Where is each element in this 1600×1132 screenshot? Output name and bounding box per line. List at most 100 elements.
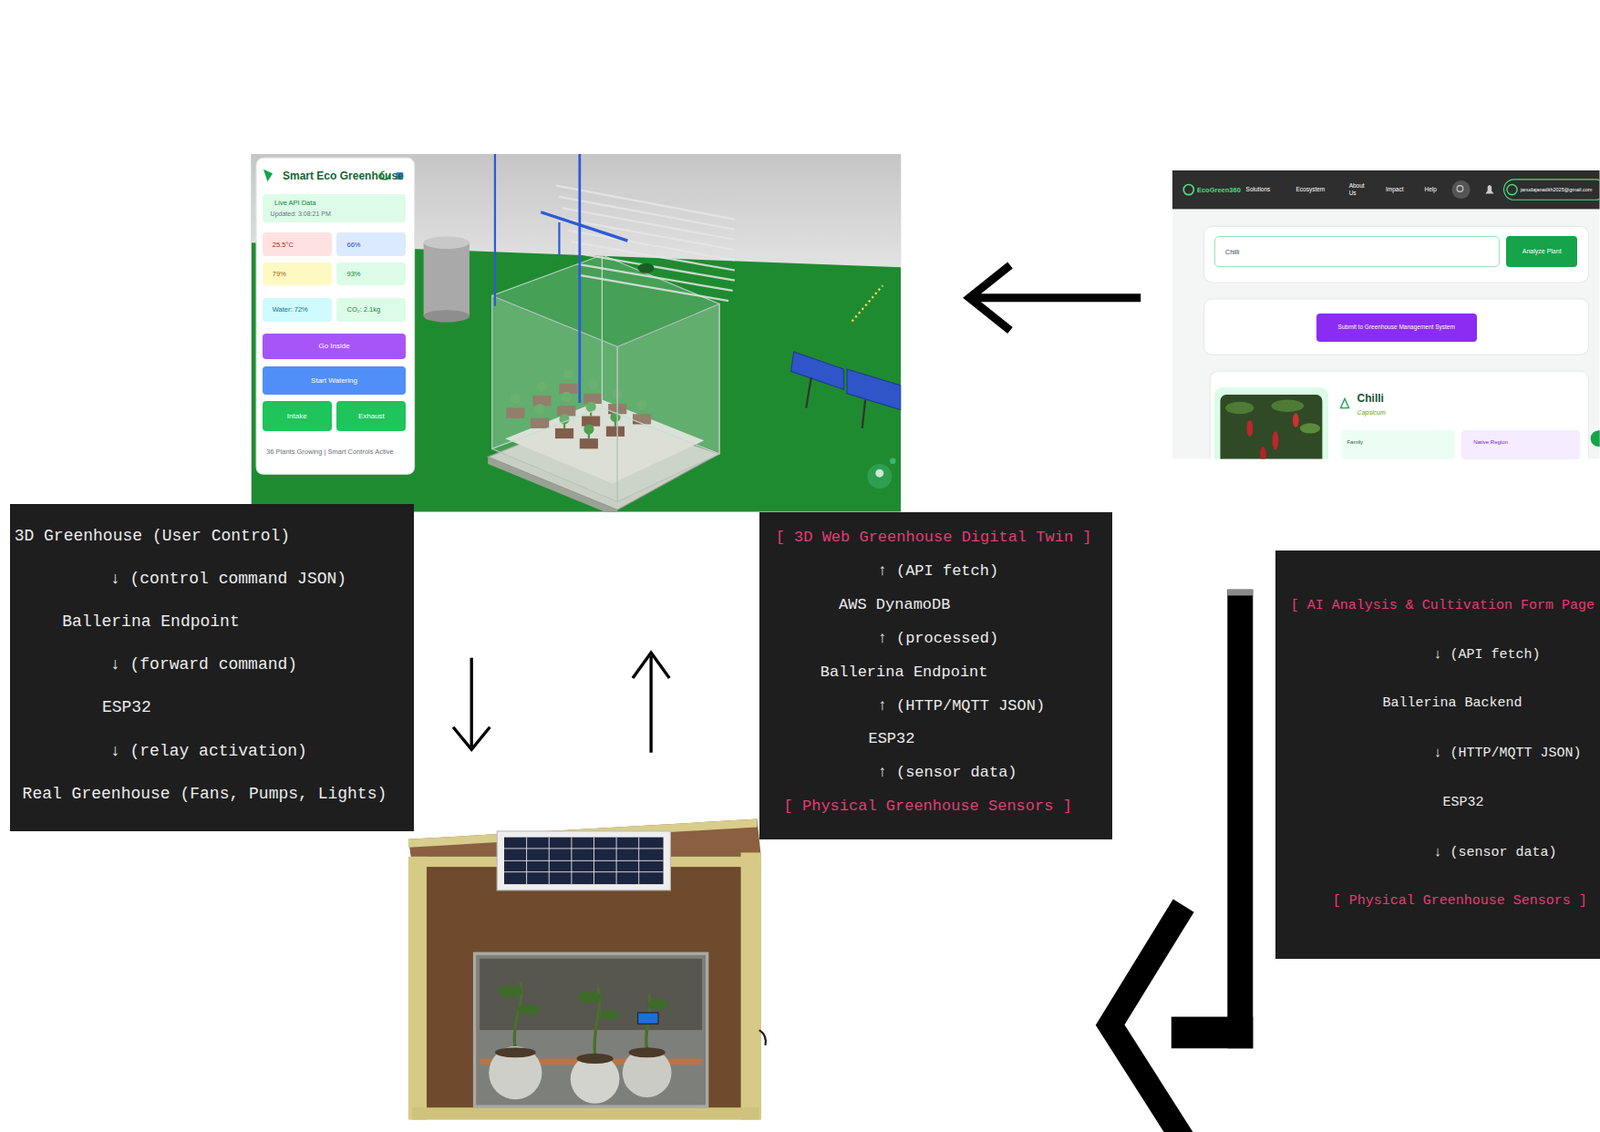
node-label: 3D Greenhouse (User Control)	[14, 526, 290, 548]
web-page-screenshot	[1451, 180, 1470, 199]
node-label: ↑ (API fetch)	[877, 562, 1000, 581]
web-page-screenshot	[1272, 431, 1280, 450]
flow-arrow	[470, 658, 474, 747]
physical-greenhouse-photo	[576, 1053, 613, 1064]
physical-greenhouse-photo	[504, 837, 664, 885]
flow-arrow	[1110, 906, 1185, 1132]
web-page-screenshot	[1259, 446, 1267, 459]
greenhouse-3d-scene	[805, 377, 812, 409]
flow-text-panel: [ 3D Web Greenhouse Digital Twin ] ↑ (API…	[759, 512, 1113, 840]
web-page-screenshot	[1214, 387, 1329, 459]
control-panel-card: Smart Eco Greenhouse 36 Plants Growing | …	[256, 157, 414, 475]
node-label: 36 Plants Growing | Smart Controls Activ…	[266, 447, 410, 456]
action-button: Start Watering	[262, 366, 407, 395]
node-label: ESP32	[102, 698, 152, 719]
flow-arrow	[453, 727, 490, 751]
action-button: Exhaust	[336, 401, 406, 433]
node-label: Chilli	[1357, 392, 1384, 405]
web-page-screenshot	[1172, 170, 1600, 460]
greenhouse-3d-scene	[889, 457, 897, 465]
greenhouse-3d-scene	[492, 295, 619, 502]
node-label: Updated: 3:08:21 PM	[270, 210, 331, 218]
physical-greenhouse-photo	[759, 1030, 766, 1046]
sensor-tile: Water: 72%	[262, 298, 332, 322]
node-label: ↓ (sensor data)	[1434, 845, 1558, 862]
node-label: ↓ (HTTP/MQTT JSON)	[1434, 745, 1582, 763]
action-button: Submit to Greenhouse Management System	[1316, 313, 1477, 342]
node-label: Water: 72%	[272, 305, 309, 314]
node-label: ↓ (control command JSON)	[110, 569, 347, 590]
flow-arrow	[1227, 589, 1253, 597]
sensor-tile: CO₂: 2.1kg	[336, 298, 406, 322]
node-label: ↑ (sensor data)	[877, 763, 1018, 783]
greenhouse-3d-scene	[251, 154, 902, 513]
physical-greenhouse-photo	[408, 856, 427, 1121]
control-panel-card	[256, 157, 414, 475]
greenhouse-3d-scene	[578, 154, 581, 403]
search-input: Chilli	[1214, 236, 1500, 269]
node-label: [ 3D Web Greenhouse Digital Twin ]	[775, 528, 1093, 548]
node-label: [ AI Analysis & Cultivation Form Page	[1290, 598, 1595, 615]
sensor-tile: 25.5°C	[262, 232, 332, 257]
node-label: Capsicum	[1357, 409, 1386, 417]
web-page-screenshot	[1300, 423, 1321, 434]
status-tile: Live API DataUpdated: 3:08:21 PM	[262, 194, 407, 223]
web-page-screenshot	[1504, 179, 1600, 200]
web-page-screenshot	[1204, 299, 1590, 356]
web-page-screenshot	[1341, 398, 1350, 408]
physical-greenhouse-photo	[412, 861, 759, 1119]
physical-greenhouse-photo	[474, 953, 708, 1107]
action-button: Intake	[262, 401, 332, 433]
physical-greenhouse-photo	[496, 831, 671, 891]
node-label: Solutions	[1246, 185, 1271, 194]
control-panel-card	[263, 169, 273, 182]
node-label: ESP32	[1443, 794, 1485, 812]
node-label: Go Inside	[318, 341, 350, 351]
node-label: Submit to Greenhouse Management System	[1338, 323, 1456, 331]
web-page-screenshot	[1292, 412, 1300, 428]
node-label: 66%	[347, 240, 362, 249]
sensor-tile: 66%	[336, 232, 406, 257]
physical-greenhouse-photo	[479, 959, 702, 1031]
node-label: [ Physical Greenhouse Sensors ]	[1332, 893, 1588, 910]
node-label: Real Greenhouse (Fans, Pumps, Lights)	[22, 784, 388, 806]
node-label: EcoGreen360	[1197, 185, 1241, 195]
node-label: CO₂: 2.1kg	[347, 305, 382, 314]
physical-greenhouse-photo	[504, 837, 664, 885]
web-page-screenshot	[1507, 185, 1518, 196]
flow-text-panel: 3D Greenhouse (User Control) ↓ (control c…	[10, 504, 414, 832]
greenhouse-3d-scene	[578, 264, 733, 291]
node-label: Live API Data	[274, 198, 316, 207]
greenhouse-3d-scene	[638, 263, 655, 274]
info-tile: Family	[1341, 430, 1456, 459]
greenhouse-3d-scene	[540, 212, 628, 241]
sensor-tile: 79%	[262, 262, 332, 287]
node-label: ↑ (processed)	[877, 629, 1000, 649]
node-label: 25.5°C	[272, 240, 294, 249]
node-label: Family	[1346, 439, 1363, 446]
physical-greenhouse-photo	[504, 860, 664, 862]
physical-greenhouse-photo	[408, 818, 766, 1120]
greenhouse-3d-scene	[423, 237, 470, 249]
action-button: Go Inside	[262, 333, 407, 360]
flow-arrow	[453, 265, 1253, 1132]
greenhouse-3d-scene	[617, 303, 720, 502]
node-label: ↓ (API fetch)	[1434, 647, 1541, 664]
physical-greenhouse-photo	[629, 1047, 666, 1058]
greenhouse-3d-scene	[846, 369, 901, 411]
node-label: Analyze Plant	[1522, 247, 1562, 256]
greenhouse-3d-scene	[556, 185, 735, 220]
physical-greenhouse-photo	[517, 1004, 541, 1015]
plant-card: ChilliCapsicumFamilyNative Region	[1209, 371, 1589, 459]
node-label: Impact	[1385, 185, 1404, 194]
node-label: Ecosystem	[1295, 185, 1325, 194]
flow-arrow	[969, 265, 1011, 331]
greenhouse-3d-scene	[867, 464, 892, 489]
node-label: ↓ (forward command)	[110, 655, 298, 676]
node-label: Smart Eco Greenhouse	[282, 169, 404, 183]
physical-greenhouse-photo	[488, 1046, 542, 1100]
web-page-screenshot	[1456, 185, 1464, 193]
web-page-screenshot	[1209, 371, 1589, 459]
greenhouse-3d-scene	[580, 275, 729, 301]
